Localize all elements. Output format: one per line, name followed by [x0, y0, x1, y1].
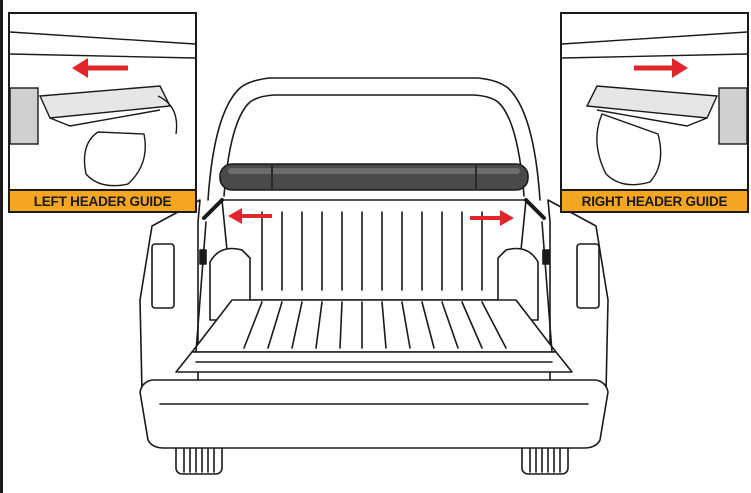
left-header-guide-label: LEFT HEADER GUIDE	[10, 189, 195, 211]
left-header-rail	[202, 198, 224, 220]
left-cable-clamp	[199, 249, 207, 265]
truck-right-arrow	[470, 210, 514, 226]
cab-rear-window	[223, 94, 525, 197]
left-header-guide-closeup	[10, 31, 195, 187]
rear-bumper	[139, 379, 609, 449]
front-wall-ribs	[261, 211, 483, 291]
rolled-tonneau-cover	[219, 163, 529, 191]
right-header-guide-label: RIGHT HEADER GUIDE	[562, 189, 747, 211]
right-taillight	[576, 243, 600, 309]
left-taillight	[151, 243, 175, 309]
right-cable-clamp	[542, 249, 550, 265]
right-header-guide-inset: RIGHT HEADER GUIDE	[560, 12, 749, 213]
right-header-rail	[524, 198, 546, 220]
bed-floor	[191, 299, 557, 353]
left-tailgate-cable	[195, 221, 207, 353]
truck-left-arrow	[228, 208, 272, 224]
left-header-guide-inset: LEFT HEADER GUIDE	[8, 12, 197, 213]
right-inset-arrow	[634, 58, 688, 78]
left-inset-arrow	[72, 58, 128, 78]
bed-floor-ribs	[243, 301, 507, 349]
right-tailgate-cable	[541, 221, 553, 353]
right-header-guide-closeup	[562, 31, 747, 186]
page-margin-rule	[0, 0, 3, 493]
